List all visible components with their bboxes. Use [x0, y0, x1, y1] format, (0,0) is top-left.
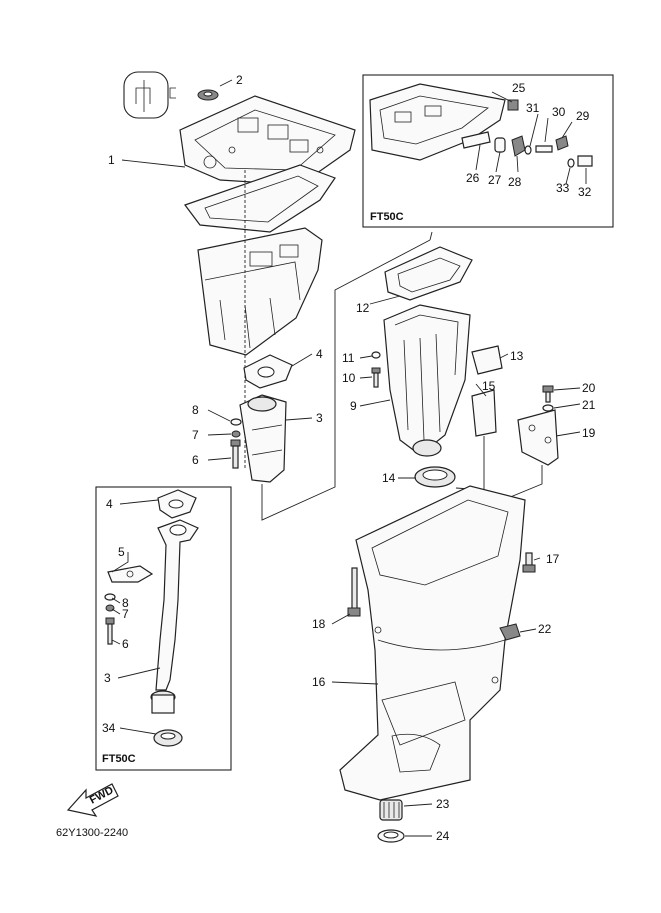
label-part-22: 22	[538, 622, 552, 636]
box-part-3-pipe	[150, 519, 199, 714]
part-32-bolt	[577, 155, 593, 167]
label-part-11: 11	[342, 351, 355, 365]
box-part-34-seal	[153, 729, 183, 747]
label-part-15: 15	[482, 379, 496, 393]
label-part-31: 31	[526, 101, 540, 115]
part-27-collar	[494, 137, 506, 153]
box-label-part-8: 8	[122, 596, 129, 610]
label-part-29: 29	[576, 109, 590, 123]
part-18-bolt	[347, 567, 361, 617]
part-28-lever	[511, 135, 526, 157]
part-21-washer	[542, 404, 554, 412]
part-20-bolt	[542, 385, 554, 403]
fwd-arrow-icon	[66, 783, 119, 817]
label-part-26: 26	[466, 171, 480, 185]
part-6-bolt	[230, 439, 241, 469]
part-3-exhaust-pipe	[239, 394, 287, 483]
box-label-part-34: 34	[102, 721, 116, 735]
document-code: 62Y1300-2240	[56, 827, 128, 839]
part-14-seal	[414, 466, 456, 488]
label-part-6: 6	[192, 453, 199, 467]
part-12-gasket	[384, 246, 473, 301]
box-part-5-bracket	[107, 565, 154, 583]
label-part-3: 3	[316, 411, 323, 425]
label-part-20: 20	[582, 381, 596, 395]
label-part-16: 16	[312, 675, 326, 689]
plate-gasket	[184, 164, 336, 233]
ft50c-inset-box	[362, 74, 614, 228]
part-8-washer	[230, 418, 242, 426]
label-part-14: 14	[382, 471, 396, 485]
lower-box-title: FT50C	[102, 753, 136, 765]
part-13-damper	[471, 345, 503, 375]
part-labels: 2 1 25 31 30 29 26 27 28 33 32 FT50C 12 …	[56, 73, 596, 843]
label-part-27: 27	[488, 173, 502, 187]
inset-box-title: FT50C	[370, 211, 404, 223]
exhaust-guide	[197, 227, 323, 356]
box-label-part-7: 7	[122, 607, 129, 621]
part-11-washer	[371, 351, 381, 359]
part-17-bolt	[522, 552, 536, 573]
part-30-bolt	[535, 145, 553, 153]
part-16-upper-casing	[339, 485, 526, 801]
part-9-oil-pan	[383, 304, 471, 457]
label-part-9: 9	[350, 399, 357, 413]
part-26-pin	[461, 131, 491, 149]
label-part-13: 13	[510, 349, 524, 363]
part-2-washer	[197, 89, 219, 101]
part-10-bolt	[371, 367, 381, 388]
label-part-24: 24	[436, 829, 450, 843]
label-part-2: 2	[236, 73, 243, 87]
part-24-clip	[377, 829, 405, 843]
part-25-clip	[507, 99, 519, 111]
label-part-18: 18	[312, 617, 326, 631]
leader-lines	[111, 79, 587, 837]
label-part-8: 8	[192, 403, 199, 417]
label-part-25: 25	[512, 81, 526, 95]
part-1-upper-plate	[179, 95, 356, 186]
box-label-part-6: 6	[122, 637, 129, 651]
part-23-strainer	[379, 799, 403, 821]
label-part-17: 17	[546, 552, 560, 566]
part-22-grommet	[499, 623, 521, 641]
part-15-plate	[471, 389, 497, 437]
label-part-23: 23	[436, 797, 450, 811]
part-19-bracket	[517, 409, 559, 466]
label-part-19: 19	[582, 426, 596, 440]
part-29-screw	[555, 135, 569, 151]
label-part-28: 28	[508, 175, 522, 189]
label-part-1: 1	[108, 153, 115, 167]
part-33-washer	[567, 158, 575, 168]
box-label-part-3: 3	[104, 671, 111, 685]
part-31-washer	[524, 145, 532, 155]
label-part-7: 7	[192, 428, 199, 442]
label-part-21: 21	[582, 398, 596, 412]
part-7-washer	[231, 430, 241, 438]
label-part-32: 32	[578, 185, 592, 199]
inset-plate-drawing	[369, 83, 506, 161]
box-part-6-bolt	[105, 617, 115, 645]
label-part-30: 30	[552, 105, 566, 119]
box-part-4-gasket	[157, 489, 197, 519]
part-4-gasket	[243, 354, 293, 389]
label-part-33: 33	[556, 181, 570, 195]
box-label-part-5: 5	[118, 545, 125, 559]
bracket-icon	[123, 71, 176, 119]
label-part-10: 10	[342, 371, 356, 385]
label-part-12: 12	[356, 301, 370, 315]
box-part-7-washer	[105, 604, 115, 612]
ft50c-lower-box	[95, 486, 232, 771]
box-label-part-4: 4	[106, 497, 113, 511]
label-part-4: 4	[316, 347, 323, 361]
